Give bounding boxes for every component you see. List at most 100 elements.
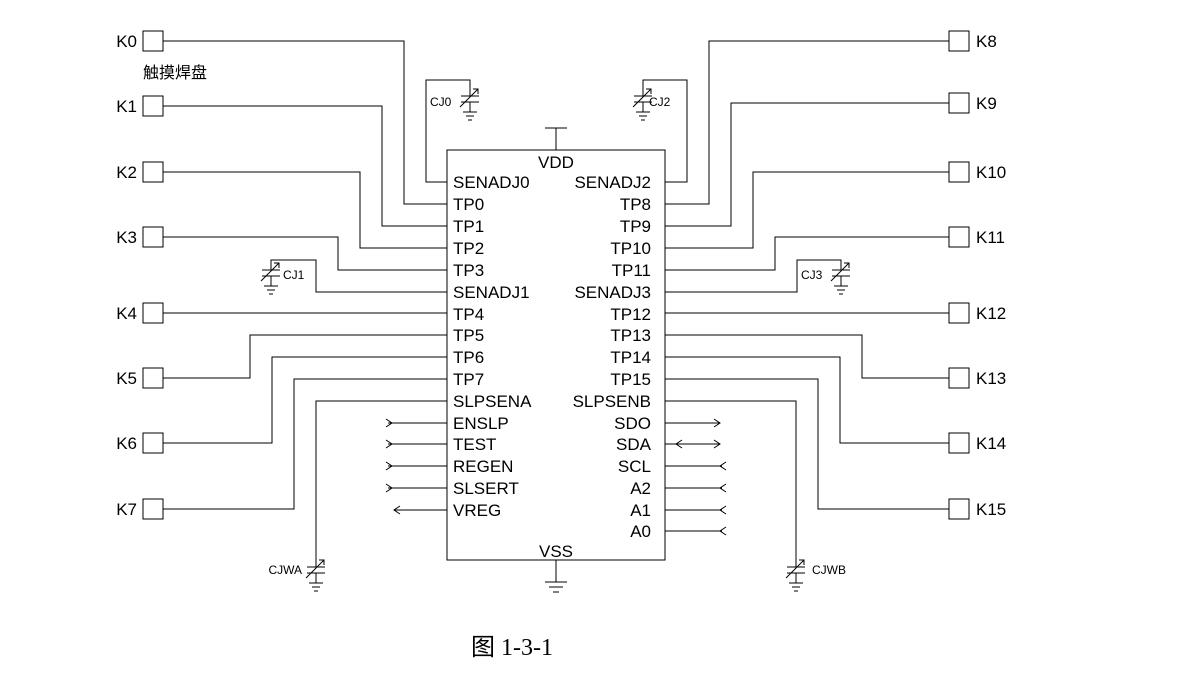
cjwa-label: CJWA xyxy=(268,563,302,577)
pin-tp13: TP13 xyxy=(610,326,651,345)
wire-k11 xyxy=(665,236,949,271)
pin-senadj1: SENADJ1 xyxy=(453,283,530,302)
pin-tp9: TP9 xyxy=(620,217,651,236)
key-label-k8: K8 xyxy=(976,32,997,51)
touch-pad-k15 xyxy=(948,498,970,520)
vdd-label: VDD xyxy=(538,153,574,172)
key-label-k9: K9 xyxy=(976,94,997,113)
wire-k3 xyxy=(163,236,447,271)
wire-k0 xyxy=(163,40,447,205)
pin-tp14: TP14 xyxy=(610,348,651,367)
pin-a1: A1 xyxy=(630,501,651,520)
pin-tp15: TP15 xyxy=(610,370,651,389)
wire-k7 xyxy=(163,378,447,510)
pin-tp12: TP12 xyxy=(610,305,651,324)
key-label-k1: K1 xyxy=(116,97,137,116)
pin-a2: A2 xyxy=(630,479,651,498)
pin-slsert: SLSERT xyxy=(453,479,519,498)
wires xyxy=(142,30,970,593)
wire-k8 xyxy=(665,40,949,205)
key-label-k14: K14 xyxy=(976,434,1006,453)
pin-vreg: VREG xyxy=(453,501,501,520)
pin-senadj0: SENADJ0 xyxy=(453,173,530,192)
output-arrow-vreg xyxy=(393,505,401,515)
wire-cj3 xyxy=(665,259,842,293)
pin-test: TEST xyxy=(453,435,496,454)
touch-pad-k12 xyxy=(948,302,970,324)
input-chevron-right-2 xyxy=(719,505,727,515)
input-chevron-right-0 xyxy=(719,461,727,471)
key-label-k7: K7 xyxy=(116,500,137,519)
key-label-k10: K10 xyxy=(976,163,1006,182)
wire-cj2 xyxy=(642,79,688,183)
input-chevron-left-3 xyxy=(385,483,393,493)
pin-a0: A0 xyxy=(630,522,651,541)
key-label-k3: K3 xyxy=(116,228,137,247)
cj1-label: CJ1 xyxy=(283,268,305,282)
cj0-label: CJ0 xyxy=(430,95,452,109)
wire-cj0 xyxy=(425,79,471,183)
wire-cj1 xyxy=(270,259,447,293)
pin-tp2: TP2 xyxy=(453,239,484,258)
touch-pad-k1 xyxy=(142,95,164,117)
wire-k5 xyxy=(163,334,447,379)
touch-pad-k4 xyxy=(142,302,164,324)
pin-slpsena: SLPSENA xyxy=(453,392,532,411)
touch-pad-k14 xyxy=(948,432,970,454)
pin-scl: SCL xyxy=(618,457,651,476)
pin-tp7: TP7 xyxy=(453,370,484,389)
touch-pad-k8 xyxy=(948,30,970,52)
figure-caption: 图 1-3-1 xyxy=(471,635,553,661)
wire-cjwb xyxy=(665,400,797,567)
pin-tp6: TP6 xyxy=(453,348,484,367)
bidir-arrow-sda-l xyxy=(675,439,683,449)
wire-cjwa xyxy=(315,400,447,567)
pin-tp8: TP8 xyxy=(620,195,651,214)
touch-pad-k11 xyxy=(948,226,970,248)
cjwa-capacitor xyxy=(305,559,325,592)
pin-tp10: TP10 xyxy=(610,239,651,258)
input-chevron-left-1 xyxy=(385,439,393,449)
wire-k9 xyxy=(665,102,949,227)
touch-pad-k10 xyxy=(948,161,970,183)
key-label-k12: K12 xyxy=(976,304,1006,323)
wire-k1 xyxy=(163,105,447,227)
key-label-k11: K11 xyxy=(976,228,1005,247)
input-chevron-left-2 xyxy=(385,461,393,471)
pin-regen: REGEN xyxy=(453,457,513,476)
pin-tp5: TP5 xyxy=(453,326,484,345)
vss-label: VSS xyxy=(539,542,573,561)
cj1-capacitor xyxy=(260,262,280,295)
cj0-capacitor xyxy=(459,88,479,121)
touch-pad-k9 xyxy=(948,92,970,114)
pin-sda: SDA xyxy=(616,435,652,454)
touch-pad-k7 xyxy=(142,498,164,520)
key-label-k6: K6 xyxy=(116,434,137,453)
wire-k2 xyxy=(163,171,447,249)
key-label-k4: K4 xyxy=(116,304,137,323)
cj2-label: CJ2 xyxy=(649,95,671,109)
touch-pad-k13 xyxy=(948,367,970,389)
touch-pad-k3 xyxy=(142,226,164,248)
input-chevron-left-0 xyxy=(385,418,393,428)
pin-tp1: TP1 xyxy=(453,217,484,236)
key-label-k15: K15 xyxy=(976,500,1006,519)
cj3-capacitor xyxy=(830,262,850,295)
key-label-k0: K0 xyxy=(116,32,137,51)
touch-pad-k2 xyxy=(142,161,164,183)
output-arrow-sdo xyxy=(713,418,721,428)
touch-pad-k6 xyxy=(142,432,164,454)
wire-k6 xyxy=(163,356,447,444)
touch-pad-k0 xyxy=(142,30,164,52)
bidir-arrow-sda-r xyxy=(713,439,721,449)
input-chevron-right-3 xyxy=(719,526,727,536)
key-label-k5: K5 xyxy=(116,369,137,388)
capacitors xyxy=(260,88,850,592)
wire-k10 xyxy=(665,171,949,249)
pin-tp4: TP4 xyxy=(453,305,484,324)
pin-tp11: TP11 xyxy=(612,261,651,280)
wire-k13 xyxy=(665,334,949,379)
labels: VDDVSSSENADJ0TP0TP1TP2TP3SENADJ1TP4TP5TP… xyxy=(116,32,1006,661)
cjwb-capacitor xyxy=(785,559,805,592)
